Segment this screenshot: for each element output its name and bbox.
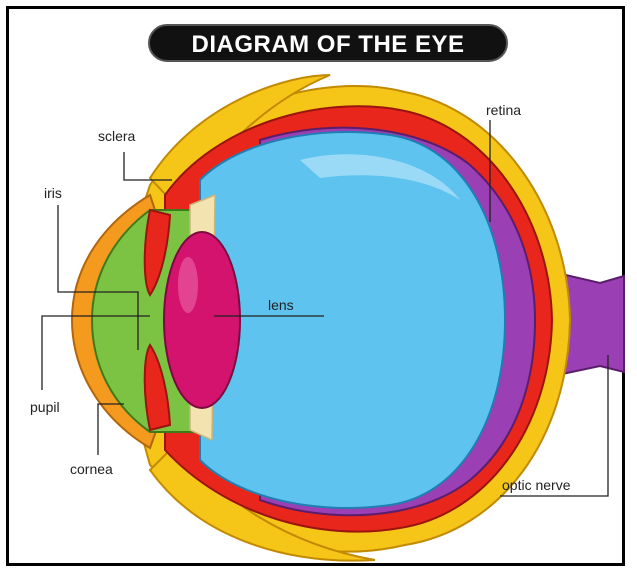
- label-optic-nerve: optic nerve: [502, 477, 571, 493]
- label-sclera: sclera: [98, 128, 136, 144]
- label-lens: lens: [268, 297, 294, 313]
- label-cornea: cornea: [70, 461, 113, 477]
- label-retina: retina: [486, 102, 521, 118]
- label-iris: iris: [44, 185, 62, 201]
- label-pupil: pupil: [30, 399, 60, 415]
- lens-highlight: [178, 257, 198, 313]
- lens: [164, 232, 240, 408]
- vitreous-body: [200, 132, 505, 508]
